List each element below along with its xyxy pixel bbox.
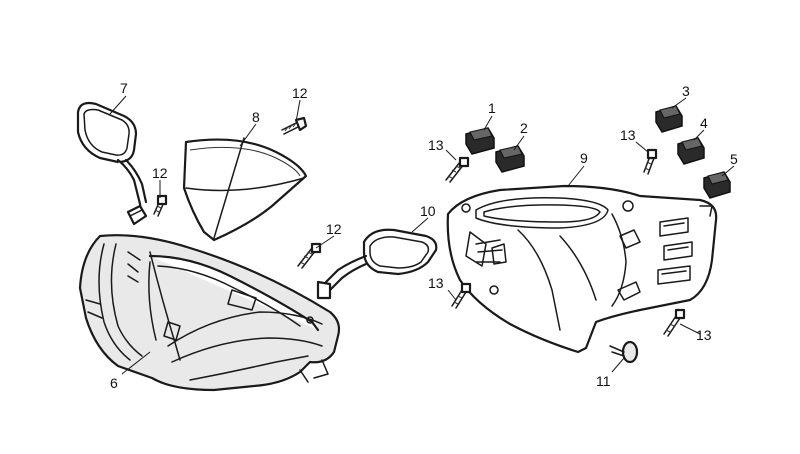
callout-7: 9	[580, 150, 588, 166]
callout-labels: 7 8 12 12 12 10 6 1 2 3 4 5 9 13 13 13 1…	[110, 80, 738, 391]
callout-3: 3	[682, 83, 690, 99]
callout-13-bottom-right: 13	[696, 327, 712, 343]
right-mirror	[316, 228, 438, 300]
callout-2: 2	[520, 120, 528, 136]
callout-13-bottom-left: 13	[428, 275, 444, 291]
leader-lines	[109, 95, 735, 375]
callout-11: 11	[596, 373, 611, 389]
callout-12-top: 12	[292, 85, 308, 101]
rear-handlebar-cover	[446, 184, 718, 354]
callout-4: 4	[700, 115, 708, 131]
callout-13-top-right: 13	[620, 127, 636, 143]
screw-13-top-right	[643, 148, 658, 175]
callout-5: 5	[730, 151, 738, 167]
screw-12-top	[281, 116, 308, 135]
windscreen	[182, 137, 308, 242]
clip-part-4	[677, 137, 705, 165]
callout-12-left: 12	[152, 165, 168, 181]
clip-part-3	[655, 105, 683, 133]
callout-13-top-left: 13	[428, 137, 444, 153]
callout-9: 7	[120, 80, 128, 96]
front-handlebar-cover	[78, 234, 341, 392]
screw-12-middle	[297, 242, 322, 269]
screw-13-bottom-right	[663, 308, 686, 337]
clip-part-2	[495, 145, 525, 173]
callout-10: 10	[420, 203, 436, 219]
left-mirror	[76, 101, 148, 226]
screw-13-bottom-left	[451, 282, 472, 309]
screw-13-top-left	[445, 156, 470, 183]
clip-part-5	[703, 171, 731, 199]
callout-1: 1	[488, 100, 496, 116]
clip-part-1	[465, 127, 495, 155]
callout-12-middle: 12	[326, 221, 342, 237]
callout-6: 6	[110, 375, 118, 391]
callout-8: 8	[252, 109, 260, 125]
screw-12-left	[153, 194, 168, 217]
push-rivet	[609, 340, 639, 364]
